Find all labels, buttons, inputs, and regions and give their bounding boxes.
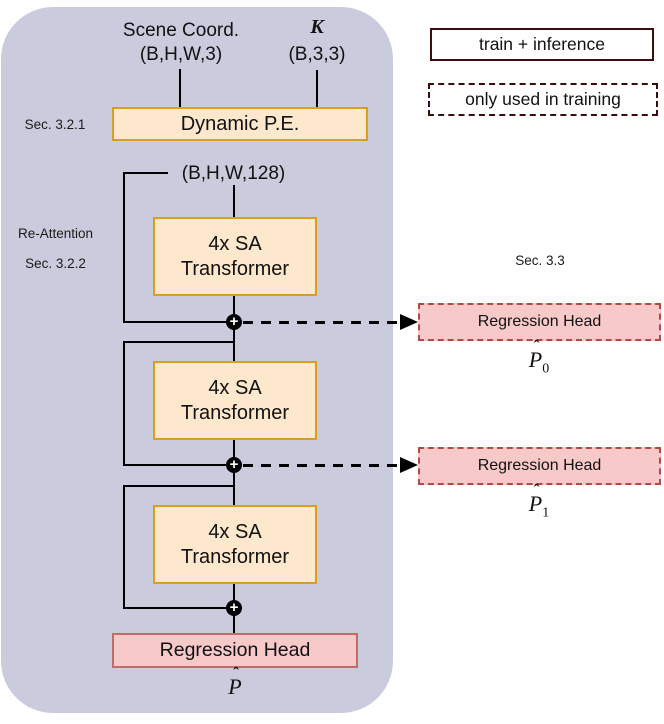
plus-glyph: + bbox=[229, 599, 239, 616]
residual-add-icon: + bbox=[226, 457, 242, 473]
feature-shape-label: (B,H,W,128) bbox=[181, 163, 286, 184]
p-subscript: 0 bbox=[542, 361, 550, 377]
dashed-arrow-line-1 bbox=[243, 321, 398, 324]
plus-glyph: + bbox=[229, 456, 239, 473]
dynamic-pe-block: Dynamic P.E. bbox=[112, 107, 368, 141]
hat-accent: ˆ bbox=[533, 481, 540, 500]
regression-head-label: Regression Head bbox=[477, 313, 602, 330]
sa-transformer-block-2: 4x SA Transformer bbox=[153, 361, 317, 440]
sec-33-label: Sec. 3.3 bbox=[515, 253, 565, 268]
regression-head-label: Regression Head bbox=[159, 639, 311, 661]
sec-321-label: Sec. 3.2.1 bbox=[24, 117, 86, 132]
transformer-label-line1: 4x SA bbox=[208, 232, 262, 255]
residual-add-icon: + bbox=[226, 600, 242, 616]
dynamic-pe-label: Dynamic P.E. bbox=[180, 112, 300, 135]
legend-train-inference: train + inference bbox=[430, 28, 654, 61]
final-regression-head: Regression Head bbox=[112, 633, 358, 668]
scene-coord-connector-line bbox=[179, 69, 181, 107]
residual-add-icon: + bbox=[226, 314, 242, 330]
scene-coord-label: Scene Coord. bbox=[122, 20, 240, 41]
transformer-label-line2: Transformer bbox=[180, 257, 290, 280]
sec-322-label: Sec. 3.2.2 bbox=[25, 256, 86, 271]
skip2-top-line bbox=[123, 341, 234, 343]
sa-transformer-block-1: 4x SA Transformer bbox=[153, 217, 317, 296]
skip2-bottom-line bbox=[123, 464, 227, 466]
dashed-arrow-line-2 bbox=[243, 464, 398, 467]
arrowhead-icon bbox=[400, 314, 418, 330]
p-subscript: 1 bbox=[542, 505, 550, 521]
k-connector-line bbox=[316, 70, 318, 107]
transformer-label-line2: Transformer bbox=[180, 545, 290, 568]
p-symbol: P bbox=[228, 674, 242, 699]
skip3-bottom-line bbox=[123, 607, 227, 609]
scene-coord-shape: (B,H,W,3) bbox=[139, 44, 223, 65]
hat-accent: ˆ bbox=[533, 337, 540, 356]
intrinsics-k-label: K bbox=[310, 16, 324, 38]
p-symbol: P bbox=[528, 491, 543, 516]
p-symbol: P bbox=[528, 347, 543, 372]
trunk-line-1 bbox=[233, 185, 235, 217]
plus-glyph: + bbox=[229, 313, 239, 330]
aux-regression-head-1: Regression Head bbox=[418, 447, 661, 485]
regression-head-label: Regression Head bbox=[477, 457, 602, 474]
hat-accent: ˆ bbox=[233, 664, 239, 683]
transformer-label-line2: Transformer bbox=[180, 401, 290, 424]
skip1-vertical-line bbox=[123, 172, 125, 323]
aux-regression-head-0: Regression Head bbox=[418, 303, 661, 341]
transformer-label-line1: 4x SA bbox=[208, 376, 262, 399]
skip3-vertical-line bbox=[123, 485, 125, 609]
intrinsics-k-shape: (B,3,3) bbox=[288, 44, 346, 65]
skip2-vertical-line bbox=[123, 341, 125, 466]
re-attention-label: Re-Attention bbox=[17, 226, 94, 241]
skip1-top-line bbox=[123, 172, 168, 174]
legend-training-only: only used in training bbox=[428, 83, 658, 116]
legend-training-only-label: only used in training bbox=[465, 89, 621, 109]
sa-transformer-block-3: 4x SA Transformer bbox=[153, 505, 317, 584]
arrowhead-icon bbox=[400, 457, 418, 473]
skip1-bottom-line bbox=[123, 321, 227, 323]
transformer-label-line1: 4x SA bbox=[208, 520, 262, 543]
legend-train-inference-label: train + inference bbox=[479, 34, 605, 54]
skip3-top-line bbox=[123, 485, 234, 487]
